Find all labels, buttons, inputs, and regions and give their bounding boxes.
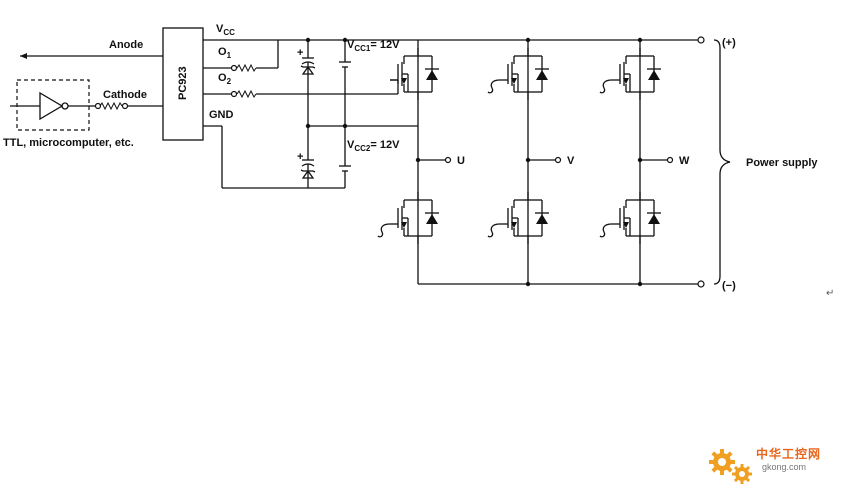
zener-upper [300,65,316,75]
watermark-sub: gkong.com [762,462,807,472]
positive-label: (+) [722,37,736,49]
zener-lower [300,169,316,179]
v-label: V [567,155,575,167]
igbt-lower-u [377,191,440,245]
gnd-label: GND [209,109,234,121]
watermark-text: 中华工控网 [756,447,822,461]
igbt-upper-u [389,47,440,101]
chip-label: PC923 [177,66,189,100]
battery-lower [339,126,351,188]
input-anode-line [20,53,163,59]
watermark-logo: 中华工控网 gkong.com [704,438,836,494]
pc923-chip: PC923 [162,27,204,141]
negative-label: (−) [722,280,736,292]
capacitor-lower [301,126,315,188]
o2-line [203,89,398,99]
vcc-label: VCC [216,23,235,37]
positive-rail [418,36,705,44]
igbt-upper-v [487,47,550,101]
gear-icon [709,449,752,484]
o2-label: O2 [218,72,232,86]
gnd-line [203,125,345,189]
capacitor-upper [301,40,315,126]
battery-upper [339,40,351,126]
plus-upper: + [297,47,303,59]
power-supply-brace [713,39,731,285]
negative-rail [418,280,705,288]
igbt-upper-w [599,47,662,101]
ttl-label: TTL, microcomputer, etc. [3,137,134,149]
vcc1-label: VCC1= 12V [347,39,400,53]
u-label: U [457,155,465,167]
o1-label: O1 [218,46,232,60]
cathode-line [89,101,163,111]
plus-lower: + [297,151,303,163]
vcc-line [203,39,279,68]
igbt-lower-v [487,191,550,245]
ttl-driver [10,79,90,131]
w-label: W [679,155,690,167]
igbt-lower-w [599,191,662,245]
return-mark: ↵ [826,288,835,299]
vcc2-label: VCC2= 12V [347,139,400,153]
o1-line [203,63,278,73]
power-supply-label: Power supply [746,157,818,169]
cathode-label: Cathode [103,89,147,101]
anode-label: Anode [109,39,143,51]
